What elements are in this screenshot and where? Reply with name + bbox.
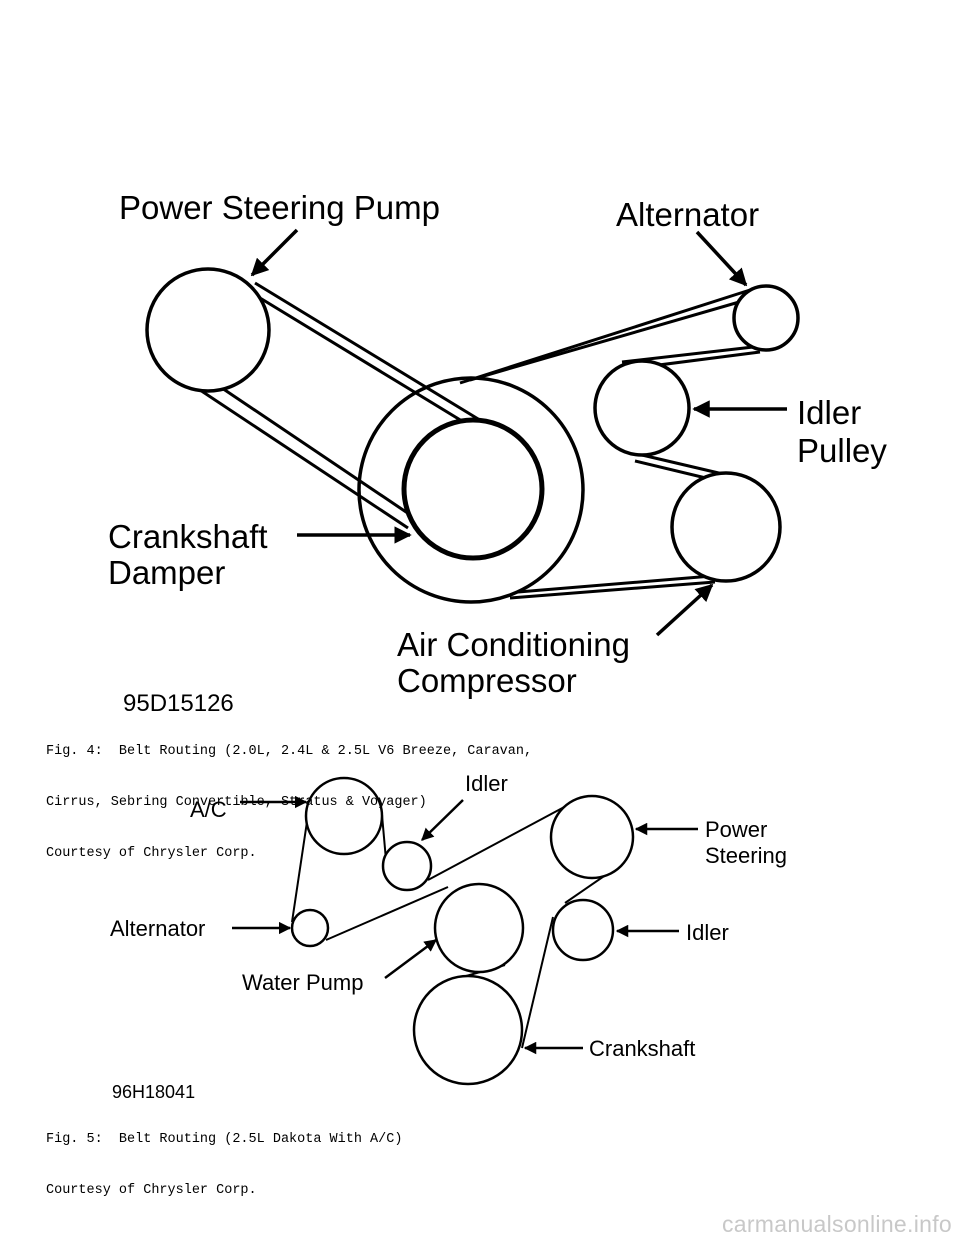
label-alternator: Alternator: [616, 196, 759, 233]
label-idler-pulley-line1: Idler: [797, 394, 861, 431]
figure-4-caption-line2: Cirrus, Sebring Convertible, Stratus & V…: [46, 795, 427, 810]
crankshaft-damper-pulley: [401, 417, 545, 561]
figure-4-caption-line3: Courtesy of Chrysler Corp.: [46, 846, 257, 861]
fig4-belt: [199, 281, 763, 600]
idler-top-pulley: [381, 840, 433, 892]
power-steering-pulley: [549, 794, 635, 880]
fig5-leader-arrows: [232, 795, 698, 1055]
figure-5-caption-line1: Fig. 5: Belt Routing (2.5L Dakota With A…: [46, 1132, 403, 1147]
label-crankshaft: Crankshaft: [589, 1036, 695, 1061]
figure-4-code: 95D15126: [123, 690, 234, 717]
label-alternator-fig5: Alternator: [110, 916, 205, 941]
ac-pulley: [304, 776, 384, 856]
figure-4-diagram: [145, 228, 800, 637]
figure-4-labels: Power Steering Pump Alternator Idler Pul…: [108, 189, 887, 717]
alternator-pulley-fig5: [290, 908, 330, 948]
label-idler-top: Idler: [465, 771, 508, 796]
crankshaft-damper-outer: [357, 376, 585, 604]
alternator-pulley: [732, 284, 800, 352]
label-crankshaft-damper-line1: Crankshaft: [108, 518, 268, 555]
label-power-steering-line1: Power: [705, 817, 767, 842]
ac-compressor-pulley: [670, 471, 782, 583]
idler-pulley: [593, 359, 691, 457]
label-water-pump: Water Pump: [242, 970, 363, 995]
label-idler-right: Idler: [686, 920, 729, 945]
figure-5-labels: A/C Idler Power Steering Alternator Idle…: [110, 771, 787, 1102]
label-crankshaft-damper-line2: Damper: [108, 554, 225, 591]
figure-5-caption: Fig. 5: Belt Routing (2.5L Dakota With A…: [46, 1097, 402, 1216]
label-idler-pulley-line2: Pulley: [797, 432, 887, 469]
label-power-steering-pump: Power Steering Pump: [119, 189, 440, 226]
idler-right-pulley: [551, 898, 615, 962]
crankshaft-pulley: [412, 974, 524, 1086]
figure-5-caption-line2: Courtesy of Chrysler Corp.: [46, 1183, 257, 1198]
power-steering-pump-pulley: [145, 267, 271, 393]
figure-4-caption: Fig. 4: Belt Routing (2.0L, 2.4L & 2.5L …: [46, 709, 532, 879]
figure-5-diagram: [232, 776, 698, 1086]
fig4-leader-arrows: [250, 228, 787, 637]
water-pump-pulley: [433, 882, 525, 974]
label-ac: A/C: [190, 797, 227, 822]
label-ac-compressor-line1: Air Conditioning: [397, 626, 630, 663]
label-ac-compressor-line2: Compressor: [397, 662, 577, 699]
figure-4-caption-line1: Fig. 4: Belt Routing (2.0L, 2.4L & 2.5L …: [46, 744, 533, 759]
figure-5-code: 96H18041: [112, 1082, 195, 1102]
label-power-steering-line2: Steering: [705, 843, 787, 868]
watermark: carmanualsonline.info: [721, 1211, 952, 1237]
